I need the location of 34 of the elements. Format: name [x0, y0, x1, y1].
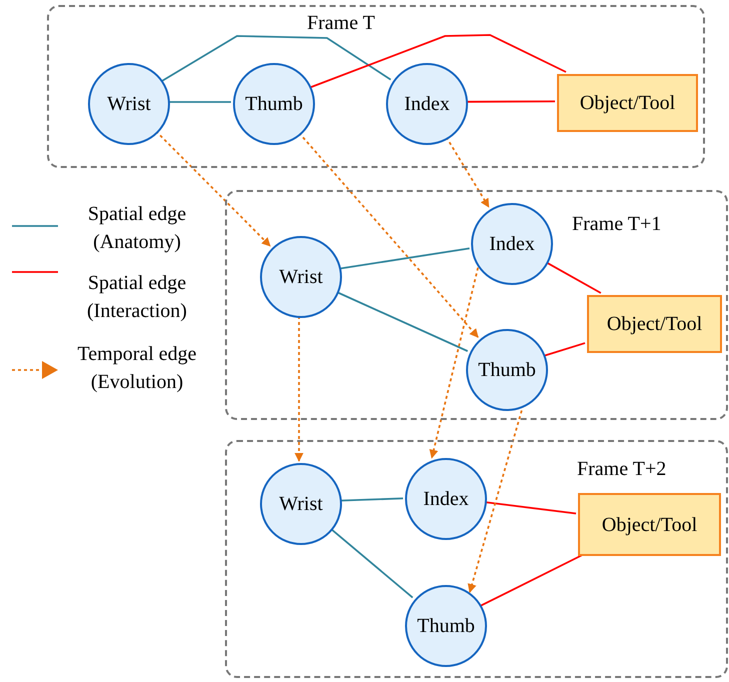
node-label: Thumb [417, 614, 475, 639]
node-label: Object/Tool [602, 512, 698, 538]
connector-line [544, 342, 586, 357]
connector-line [336, 291, 468, 352]
frame-label: Frame T [307, 12, 375, 34]
legend-label: Spatial edge (Anatomy) [88, 203, 186, 253]
node-label: Thumb [245, 92, 303, 117]
legend-label: Temporal edge (Evolution) [77, 343, 197, 393]
object-box [557, 74, 698, 132]
object-box [587, 295, 722, 353]
connector-line [545, 261, 602, 294]
connector-line [330, 528, 414, 598]
frame-label: Frame T+1 [572, 213, 662, 235]
arrow [429, 267, 479, 459]
node-label: Wrist [107, 92, 151, 117]
node-label: Index [423, 487, 469, 512]
node-label: Index [489, 232, 535, 257]
node-label: Index [404, 92, 450, 117]
node-label: Object/Tool [580, 91, 676, 116]
connector-line [310, 34, 566, 88]
node-label: Thumb [478, 358, 536, 383]
frame-label: Frame T+2 [577, 458, 666, 480]
node-label: Wrist [279, 492, 323, 517]
node-label: Object/Tool [606, 312, 702, 337]
frame-box [47, 5, 705, 168]
connector-line [162, 35, 392, 82]
arrow [294, 316, 304, 462]
connector-line [466, 100, 555, 103]
frame-box [225, 440, 728, 678]
connector-line [168, 101, 231, 103]
node-label: Wrist [279, 265, 323, 290]
legend-label: Spatial edge (Interaction) [87, 272, 187, 322]
frame-box [225, 190, 728, 420]
object-box [578, 493, 721, 556]
